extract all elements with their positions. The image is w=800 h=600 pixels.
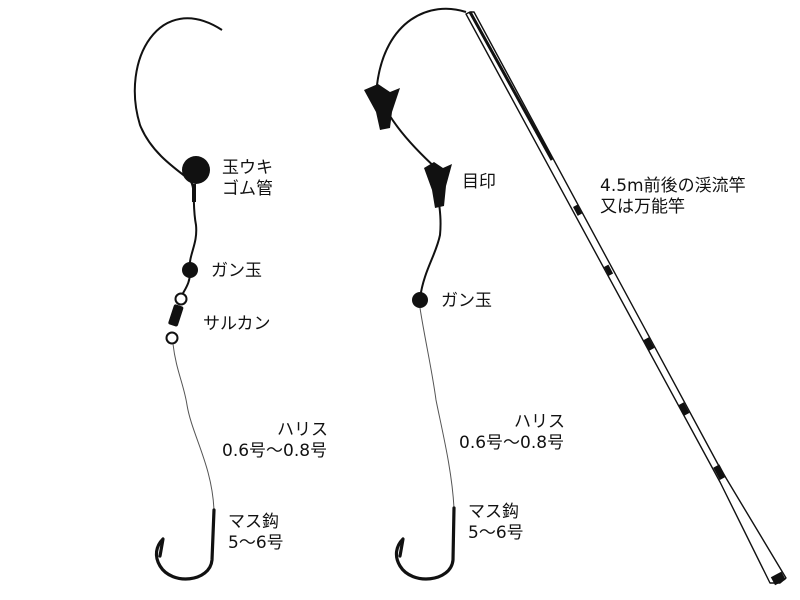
right-leader-label-line-2: 0.6号～0.8号 — [459, 433, 565, 453]
left-main-line — [133, 17, 223, 301]
left-split-shot — [182, 262, 198, 278]
left-hook-label-line-1: マス鈎 — [228, 512, 279, 532]
left-rig — [133, 17, 223, 581]
left-hook — [154, 508, 216, 581]
rod-label-line-2: 又は万能竿 — [600, 197, 685, 217]
right-hook-label-line-1: マス鈎 — [468, 502, 519, 522]
rod-joint-bands — [573, 204, 726, 481]
fishing-rod — [465, 11, 787, 586]
left-hook-label: マス鈎 5～6号 — [228, 512, 284, 554]
rod-body — [465, 11, 787, 584]
rod-label-line-1: 4.5m前後の渓流竿 — [600, 176, 746, 196]
float-label-line-1: 玉ウキ — [222, 158, 273, 178]
right-leader-label-line-1: ハリス — [514, 412, 565, 432]
rod-butt-cap — [770, 571, 786, 586]
rod-tip-thick — [468, 11, 554, 161]
left-leader-line — [172, 343, 215, 511]
right-leader-line — [419, 307, 455, 509]
swivel-label: サルカン — [203, 314, 271, 334]
right-rig — [364, 7, 467, 581]
left-hook-label-line-2: 5～6号 — [228, 533, 284, 553]
left-leader-label-line-2: 0.6号～0.8号 — [222, 441, 328, 461]
left-leader-label-line-1: ハリス — [277, 420, 328, 440]
right-leader-label: ハリス 0.6号～0.8号 — [459, 412, 565, 454]
right-main-line — [375, 7, 467, 299]
float-ball — [182, 156, 210, 184]
float-label-line-2: ゴム管 — [222, 179, 273, 199]
right-split-shot-label: ガン玉 — [441, 291, 492, 311]
right-split-shot — [412, 292, 428, 308]
marker-label: 目印 — [462, 172, 496, 192]
float-label: 玉ウキ ゴム管 — [222, 158, 273, 200]
top-marker — [364, 84, 400, 130]
swivel — [165, 292, 188, 345]
left-split-shot-label: ガン玉 — [211, 261, 262, 281]
left-leader-label: ハリス 0.6号～0.8号 — [222, 420, 328, 462]
right-hook-label: マス鈎 5～6号 — [468, 502, 524, 544]
middle-marker — [424, 162, 452, 208]
rod-label: 4.5m前後の渓流竿 又は万能竿 — [600, 176, 746, 218]
right-hook-label-line-2: 5～6号 — [468, 523, 524, 543]
right-hook — [394, 506, 456, 581]
